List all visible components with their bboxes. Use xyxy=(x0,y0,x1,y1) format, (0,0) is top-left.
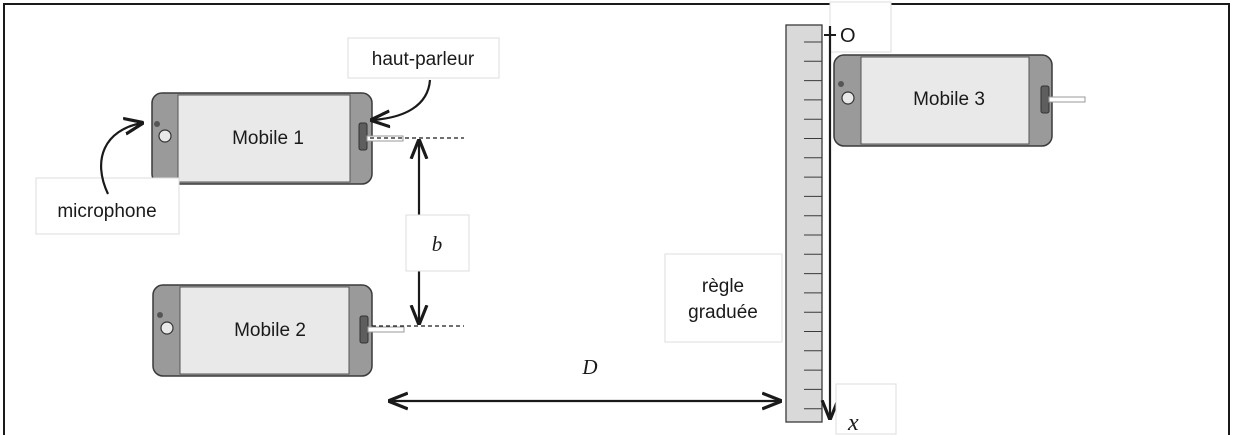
axis-label-box xyxy=(835,383,897,435)
mobile-3-camera-icon xyxy=(838,81,844,87)
ruler-body xyxy=(785,24,823,423)
mobile-1-microphone-icon xyxy=(158,129,172,143)
mobile-2-camera-icon xyxy=(157,312,163,318)
origin-label: O xyxy=(840,25,856,47)
mobile-3-label: Mobile 3 xyxy=(913,89,985,110)
graduated-ruler: règle graduée xyxy=(664,24,823,423)
mobile-1-label: Mobile 1 xyxy=(232,128,304,149)
origin-label-box xyxy=(829,1,892,53)
speaker-callout: haut-parleur xyxy=(347,37,500,120)
mobile-3: Mobile 3 xyxy=(833,54,1086,147)
mobile-3-cable xyxy=(1048,96,1086,103)
microphone-label-box xyxy=(35,177,180,235)
distance-D: D xyxy=(390,355,780,401)
distance-b: b xyxy=(370,137,470,327)
distance-b-label: b xyxy=(432,232,443,256)
mobile-1: Mobile 1 xyxy=(151,92,404,185)
diagram-frame xyxy=(3,3,1230,435)
x-axis: O x xyxy=(824,1,897,435)
microphone-callout: microphone xyxy=(35,123,180,235)
mobile-1-speaker-icon xyxy=(358,122,368,151)
mobile-2-label: Mobile 2 xyxy=(234,320,306,341)
mobile-2-microphone-icon xyxy=(160,321,174,335)
speaker-label-box xyxy=(347,37,500,79)
mobile-3-speaker-icon xyxy=(1040,85,1050,114)
speaker-label: haut-parleur xyxy=(372,49,475,70)
axis-label: x xyxy=(847,410,859,435)
mobile-3-screen xyxy=(860,56,1030,145)
mobile-2-speaker-icon xyxy=(359,315,369,344)
distance-D-label: D xyxy=(581,355,597,379)
mobile-2-screen xyxy=(179,286,350,375)
microphone-arrow xyxy=(100,123,142,195)
ruler-label-line-2: graduée xyxy=(688,302,758,323)
speaker-arrow xyxy=(372,79,432,120)
mobile-1-camera-icon xyxy=(154,121,160,127)
mobile-1-screen xyxy=(177,94,351,183)
mobile-2: Mobile 2 xyxy=(152,284,405,377)
mobile-2-cable xyxy=(367,326,405,333)
microphone-label: microphone xyxy=(57,201,156,222)
ruler-ticks xyxy=(804,41,822,410)
ruler-label-line-1: règle xyxy=(702,276,744,297)
distance-b-label-box xyxy=(405,214,470,272)
ruler-label-box xyxy=(664,253,783,343)
mobile-3-microphone-icon xyxy=(841,91,855,105)
